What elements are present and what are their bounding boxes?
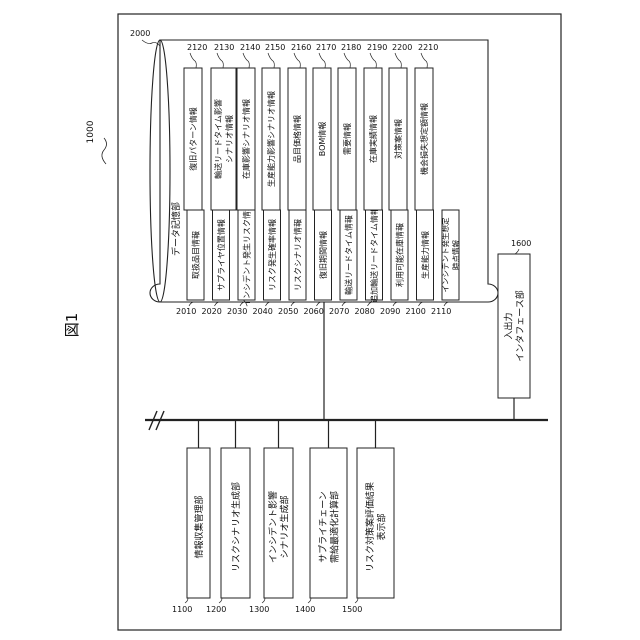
storage-item: 需要情報 2180 [338, 43, 361, 210]
modules: 情報収集管理部 1100 リスクシナリオ生成部 1200 インシデント影響シナリオ生成部… [172, 420, 394, 614]
storage-item: サプライヤ位置情報 2020 [202, 210, 230, 316]
module-label: インシデント影響 [267, 491, 279, 563]
module-block: サプライチェーン需給最適化計算部 1400 [295, 420, 347, 614]
storage-item-ref: 2190 [367, 43, 387, 52]
storage-item-ref: 2160 [291, 43, 311, 52]
storage-item-label: サプライヤ位置情報 [216, 219, 226, 291]
storage-item: 生産能力影響シナリオ情報 2150 [262, 43, 285, 210]
storage-item-ref: 2110 [431, 307, 451, 316]
storage-item-label: 在庫影響シナリオ情報 [241, 99, 251, 179]
module-label: リスク対策案評価結果 [364, 482, 376, 572]
module-block: リスクシナリオ生成部 1200 [206, 420, 250, 614]
module-ref: 1400 [295, 605, 315, 614]
storage-item: インシデント発生想定時点情報 2110 [431, 210, 460, 316]
storage-item: 追加輸送リードタイム情報 2080 [355, 207, 383, 316]
system-ref: 1000 [86, 120, 96, 143]
storage-item-label: インシデント発生想定 [440, 217, 450, 292]
storage-item-ref: 2120 [187, 43, 207, 52]
module-block: リスク対策案評価結果表示部 1500 [342, 420, 394, 614]
module-label: 表示部 [376, 513, 388, 540]
storage-item: 在庫実績情報 2190 [364, 43, 387, 210]
storage-item: 輸送リードタイム影響シナリオ情報 2130 [211, 43, 236, 210]
storage-item-label: 対策案情報 [393, 119, 403, 159]
storage-item: 復旧パターン情報 2120 [184, 43, 207, 210]
storage-item-label: シナリオ情報 [224, 115, 234, 163]
storage-item: 生産能力情報 2100 [406, 210, 434, 316]
storage-item-ref: 2210 [418, 43, 438, 52]
storage-items-right: 復旧パターン情報2120輸送リードタイム影響シナリオ情報2130在庫影響シナリオ… [184, 43, 438, 210]
storage-item-ref: 2080 [355, 307, 375, 316]
module-block: 情報収集管理部 1100 [172, 420, 210, 614]
system-ref-leader [102, 138, 107, 164]
storage-item: 機会損失想定額情報 2210 [415, 43, 438, 210]
storage-item-label: 取扱品目情報 [190, 231, 200, 279]
storage-item-ref: 2070 [329, 307, 349, 316]
storage-item: BOM情報 2170 [313, 43, 336, 210]
figure-label: 図1 [63, 313, 81, 338]
storage-item: 輸送リードタイム情報 2070 [329, 210, 357, 316]
storage-item-ref: 2100 [406, 307, 426, 316]
module-label: サプライチェーン [318, 491, 329, 563]
module-label: シナリオ生成部 [279, 495, 291, 558]
module-label: リスクシナリオ生成部 [230, 482, 242, 572]
io-interface: 入出力インタフェース部 1600 [498, 239, 531, 420]
storage-item-label: 利用可能在庫情報 [394, 223, 404, 287]
module-label: 情報収集管理部 [193, 495, 205, 558]
storage-item-ref: 2030 [227, 307, 247, 316]
io-ref: 1600 [511, 239, 531, 248]
storage-item-ref: 2050 [278, 307, 298, 316]
module-ref: 1100 [172, 605, 192, 614]
storage-items-left: 取扱品目情報 2010 サプライヤ位置情報 2020 インシデント発生リスク情報2030… [176, 203, 460, 316]
module-block: インシデント影響シナリオ生成部 1300 [249, 420, 293, 614]
module-ref: 1500 [342, 605, 362, 614]
storage-item-ref: 2020 [202, 307, 222, 316]
storage-item-ref: 2040 [253, 307, 273, 316]
storage-item-label: 品目価格情報 [292, 115, 302, 163]
module-label: 需給最適化計算部 [329, 491, 341, 563]
storage-item-label: 復旧期間情報 [318, 231, 328, 279]
storage-item-label: 生産能力情報 [420, 231, 430, 279]
storage-item-ref: 2140 [240, 43, 260, 52]
storage-item-ref: 2130 [214, 43, 234, 52]
storage-item-label: リスクシナリオ情報 [292, 219, 302, 291]
storage-ref: 2000 [130, 29, 150, 38]
storage-item: リスクシナリオ情報 2050 [278, 210, 306, 316]
storage-item-label: 時点情報 [450, 240, 460, 270]
storage-item-ref: 2090 [380, 307, 400, 316]
storage-item-label: 追加輸送リードタイム情報 [369, 207, 379, 303]
storage-item: 復旧期間情報 2060 [304, 210, 332, 316]
storage-item-label: 輸送リードタイム情報 [343, 215, 353, 295]
storage-item-label: インシデント発生リスク情報 [241, 203, 251, 307]
storage-item-label: 生産能力影響シナリオ情報 [266, 91, 276, 187]
io-label: 入出力 [502, 312, 514, 339]
storage-item-ref: 2170 [316, 43, 336, 52]
storage-item-label: BOM情報 [317, 122, 327, 157]
storage-item-label: リスク発生確率情報 [267, 219, 277, 291]
storage-item: 品目価格情報 2160 [288, 43, 311, 210]
storage-item-ref: 2200 [392, 43, 412, 52]
storage-item-label: 需要情報 [342, 123, 352, 155]
storage-item-label: 輸送リードタイム影響 [213, 99, 223, 179]
storage-title: データ記憶部 [170, 202, 182, 256]
storage-item: 在庫影響シナリオ情報 2140 [237, 43, 260, 210]
storage-item: 対策案情報 2200 [389, 43, 412, 210]
storage-item-ref: 2010 [176, 307, 196, 316]
storage-item-label: 在庫実績情報 [368, 115, 378, 163]
storage-item: インシデント発生リスク情報2030 [227, 203, 255, 316]
module-ref: 1200 [206, 605, 226, 614]
storage-item-ref: 2180 [341, 43, 361, 52]
storage-item-ref: 2150 [265, 43, 285, 52]
storage-item-label: 復旧パターン情報 [188, 107, 198, 171]
io-label: インタフェース部 [514, 290, 526, 362]
storage-item: 利用可能在庫情報 2090 [380, 210, 408, 316]
storage-item-ref: 2060 [304, 307, 324, 316]
module-ref: 1300 [249, 605, 269, 614]
storage-item-label: 機会損失想定額情報 [419, 103, 429, 175]
storage-item: リスク発生確率情報 2040 [253, 210, 281, 316]
